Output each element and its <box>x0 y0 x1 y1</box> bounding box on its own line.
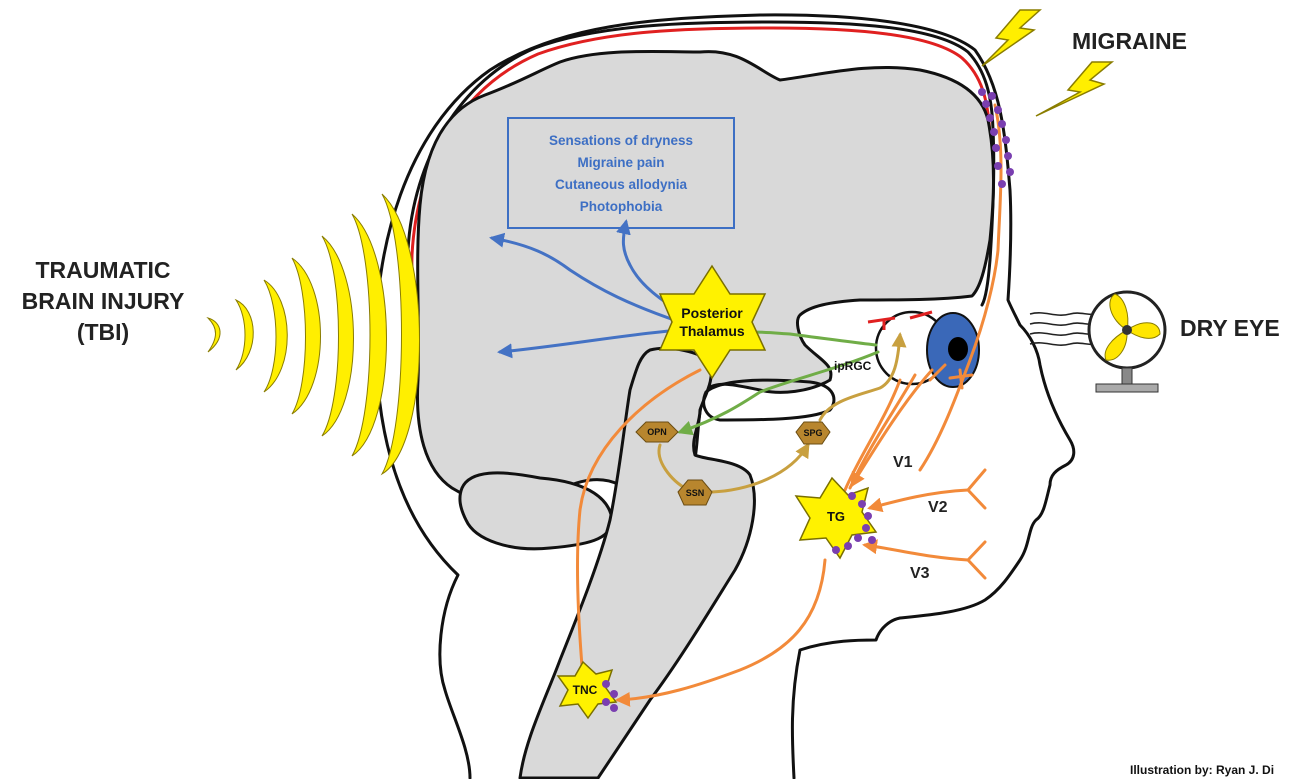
fan-icon <box>1030 292 1165 392</box>
tbi-label-3: (TBI) <box>77 319 129 345</box>
v3-nerve <box>865 545 968 560</box>
ssn-label: SSN <box>686 488 705 498</box>
tbi-label: TRAUMATIC <box>36 257 171 283</box>
opn-label: OPN <box>647 427 667 437</box>
symptom-allodynia: Cutaneous allodynia <box>555 177 688 192</box>
spg-label: SPG <box>803 428 822 438</box>
v2-endings <box>968 470 985 508</box>
lightning-bolt-icon <box>982 10 1040 66</box>
tnc-label: TNC <box>573 683 598 697</box>
iprgc-label: ipRGC <box>834 359 872 373</box>
cerebellum <box>460 473 612 549</box>
pupil <box>948 337 968 361</box>
symptom-dryness: Sensations of dryness <box>549 133 693 148</box>
dry-eye-label: DRY EYE <box>1180 315 1280 341</box>
v1-label: V1 <box>893 454 913 471</box>
v2-label: V2 <box>928 499 948 516</box>
tg-label: TG <box>827 509 845 524</box>
v3-endings <box>968 542 985 578</box>
v1-nerve-2 <box>850 375 915 488</box>
posterior-thalamus-label-2: Thalamus <box>679 323 745 339</box>
lightning-bolt-icon-2 <box>1036 62 1112 116</box>
v2-nerve <box>870 490 968 508</box>
tbi-label-2: BRAIN INJURY <box>22 288 185 314</box>
posterior-thalamus-label: Posterior <box>681 305 743 321</box>
migraine-label: MIGRAINE <box>1072 28 1187 54</box>
illustration-credit: Illustration by: Ryan J. Di <box>1130 763 1274 777</box>
v3-label: V3 <box>910 565 930 582</box>
symptom-photophobia: Photophobia <box>580 199 663 214</box>
symptom-migraine-pain: Migraine pain <box>577 155 664 170</box>
